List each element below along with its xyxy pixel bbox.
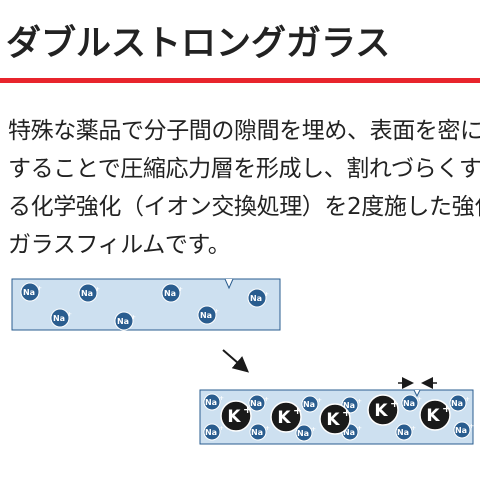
sodium-ion: Na+ xyxy=(197,305,219,325)
sodium-ion: Na+ xyxy=(248,394,269,412)
sodium-ion: Na+ xyxy=(114,311,136,331)
ion-symbol: Na xyxy=(250,399,262,408)
ion-charge: + xyxy=(178,286,183,293)
sodium-ion: Na+ xyxy=(20,282,42,302)
sodium-ion: Na+ xyxy=(453,421,474,439)
sodium-ion: Na+ xyxy=(78,283,100,303)
ion-symbol: K xyxy=(426,406,440,426)
ion-charge: + xyxy=(214,308,219,315)
ion-charge: + xyxy=(317,397,322,404)
potassium-ion: K+ xyxy=(319,403,351,435)
ion-symbol: K xyxy=(374,401,388,421)
ion-symbol: Na xyxy=(397,428,409,437)
glass-before: Na+Na+Na+Na+Na+Na+Na+ xyxy=(11,278,281,331)
potassium-ion: K+ xyxy=(270,401,302,433)
ion-charge: + xyxy=(411,425,416,432)
ion-charge: + xyxy=(311,426,316,433)
ion-symbol: Na xyxy=(297,429,309,438)
ion-charge: + xyxy=(37,285,42,292)
ion-charge: + xyxy=(95,286,100,293)
sodium-ion: Na+ xyxy=(395,423,416,441)
ion-symbol: K xyxy=(227,407,241,427)
ion-charge: + xyxy=(469,423,474,430)
ion-symbol: Na xyxy=(205,428,217,437)
ion-symbol: Na xyxy=(250,294,262,303)
ion-symbol: Na xyxy=(205,398,217,407)
ion-charge: + xyxy=(293,404,302,417)
process-arrow xyxy=(222,349,250,373)
ion-charge: + xyxy=(342,406,351,419)
ion-symbol: Na xyxy=(343,401,355,410)
ion-symbol: Na xyxy=(23,288,35,297)
ion-exchange-diagram: Na+Na+Na+Na+Na+Na+Na+ Na+Na+Na+Na+Na+Na+… xyxy=(11,278,474,445)
ions-after: Na+Na+Na+Na+Na+Na+Na+Na+Na+Na+Na+Na+K+K+… xyxy=(203,393,474,442)
ion-symbol: Na xyxy=(343,428,355,437)
sodium-ion: Na+ xyxy=(295,424,316,442)
ion-symbol: Na xyxy=(455,426,467,435)
ion-charge: + xyxy=(67,311,72,318)
sodium-ion: Na+ xyxy=(203,423,224,441)
ion-symbol: Na xyxy=(81,289,93,298)
sodium-ion: Na+ xyxy=(247,288,269,308)
ion-charge: + xyxy=(264,396,269,403)
potassium-ion: K+ xyxy=(419,399,451,431)
ion-symbol: Na xyxy=(117,317,129,326)
sodium-ion: Na+ xyxy=(401,394,422,412)
sodium-ion: Na+ xyxy=(301,395,322,413)
glass-after: Na+Na+Na+Na+Na+Na+Na+Na+Na+Na+Na+Na+K+K+… xyxy=(199,377,474,445)
description-line: することで圧縮応力層を形成し、割れづらくす xyxy=(8,156,480,182)
potassium-ion: K+ xyxy=(220,400,252,432)
ion-charge: + xyxy=(390,397,399,410)
surface-crack-after xyxy=(413,389,421,398)
description-line: ガラスフィルムです。 xyxy=(8,232,231,258)
ion-charge: + xyxy=(243,403,252,416)
ion-charge: + xyxy=(465,396,470,403)
page-title: ダブルストロングガラス xyxy=(6,24,391,64)
sodium-ion: Na+ xyxy=(161,283,183,303)
description-line: る化学強化（イオン交換処理）を2度施した強化 xyxy=(8,194,480,220)
ion-symbol: Na xyxy=(53,314,65,323)
description: 特殊な薬品で分子間の隙間を埋め、表面を密に することで圧縮応力層を形成し、割れづ… xyxy=(8,112,480,264)
sodium-ions-before: Na+Na+Na+Na+Na+Na+Na+ xyxy=(20,282,269,331)
ion-charge: + xyxy=(265,425,270,432)
ion-symbol: Na xyxy=(451,399,463,408)
ion-charge: + xyxy=(219,395,224,402)
surface-crack xyxy=(224,278,234,290)
ion-charge: + xyxy=(219,425,224,432)
ion-charge: + xyxy=(264,291,269,298)
ion-symbol: Na xyxy=(303,400,315,409)
ion-symbol: Na xyxy=(164,289,176,298)
potassium-ion: K+ xyxy=(367,394,399,426)
sodium-ion: Na+ xyxy=(50,308,72,328)
title-underline xyxy=(0,78,480,83)
sodium-ion: Na+ xyxy=(449,394,470,412)
ion-charge: + xyxy=(357,398,362,405)
ion-symbol: Na xyxy=(200,311,212,320)
description-line: 特殊な薬品で分子間の隙間を埋め、表面を密に xyxy=(8,118,480,144)
ion-symbol: K xyxy=(277,408,291,428)
ion-symbol: Na xyxy=(251,428,263,437)
sodium-ion: Na+ xyxy=(203,393,224,411)
ion-symbol: K xyxy=(326,410,340,430)
ion-charge: + xyxy=(442,402,451,415)
ion-charge: + xyxy=(357,425,362,432)
ion-charge: + xyxy=(417,396,422,403)
ion-symbol: Na xyxy=(403,399,415,408)
sodium-ion: Na+ xyxy=(249,423,270,441)
ion-charge: + xyxy=(131,314,136,321)
